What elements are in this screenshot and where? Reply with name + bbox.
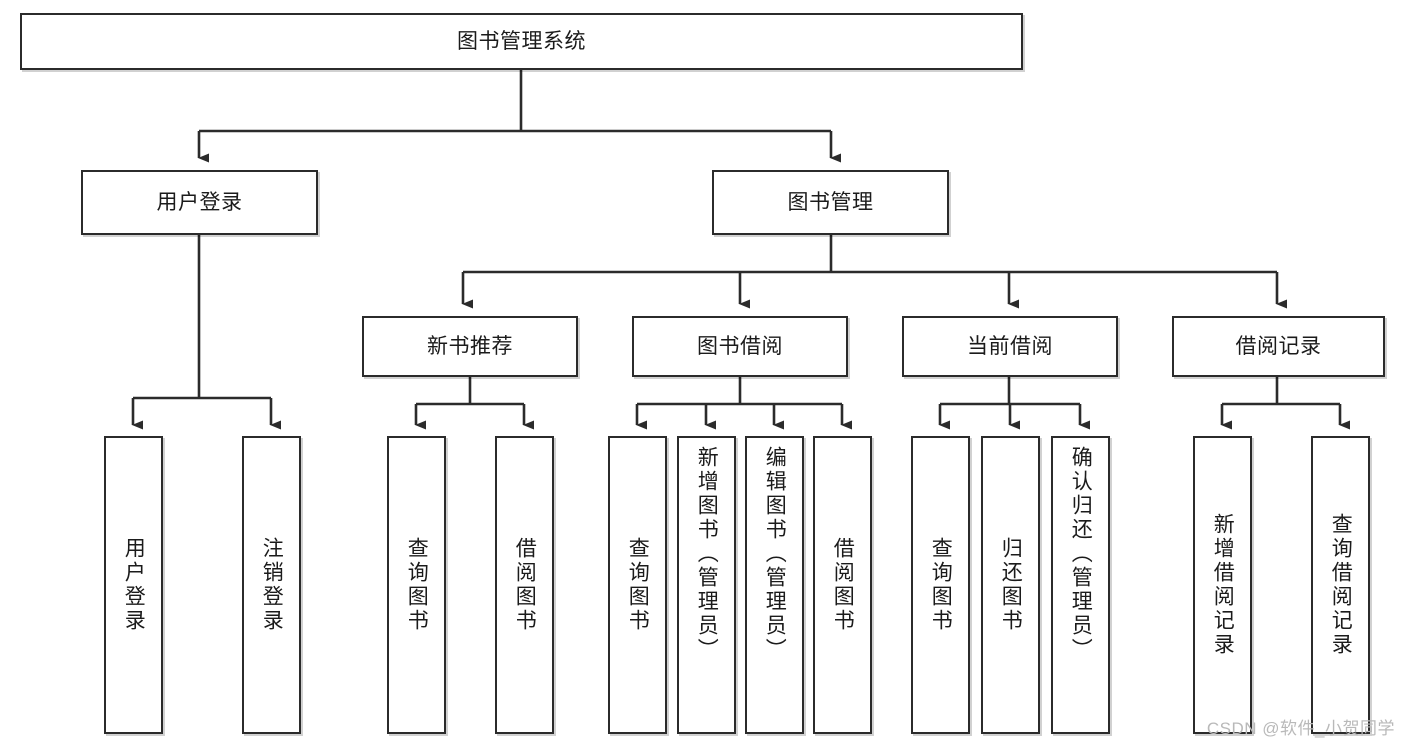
node-book-management[interactable]: 图书管理 bbox=[712, 170, 949, 235]
node-borrowing-records[interactable]: 借阅记录 bbox=[1172, 316, 1385, 377]
node-new-book-recommendation-label: 新书推荐 bbox=[427, 334, 513, 358]
leaf-borrow-book-borrowing-label: 借阅图书 bbox=[831, 537, 855, 633]
leaf-edit-book-admin-label: 编辑图书（管理员） bbox=[763, 446, 787, 662]
leaf-logout[interactable]: 注销登录 bbox=[242, 436, 301, 734]
leaf-borrow-book-borrowing[interactable]: 借阅图书 bbox=[813, 436, 872, 734]
leaf-edit-book-admin[interactable]: 编辑图书（管理员） bbox=[745, 436, 804, 734]
node-root[interactable]: 图书管理系统 bbox=[20, 13, 1023, 70]
leaf-search-book-current-label: 查询图书 bbox=[929, 537, 953, 633]
leaf-search-book-recommendation[interactable]: 查询图书 bbox=[387, 436, 446, 734]
leaf-borrow-book-recommendation[interactable]: 借阅图书 bbox=[495, 436, 554, 734]
node-root-label: 图书管理系统 bbox=[457, 29, 586, 53]
node-user-login-label: 用户登录 bbox=[156, 190, 243, 214]
leaf-add-borrow-record-label: 新增借阅记录 bbox=[1211, 513, 1235, 657]
leaf-search-book-borrowing-label: 查询图书 bbox=[626, 537, 650, 633]
leaf-add-borrow-record[interactable]: 新增借阅记录 bbox=[1193, 436, 1252, 734]
leaf-search-book-recommendation-label: 查询图书 bbox=[405, 537, 429, 633]
leaf-user-login[interactable]: 用户登录 bbox=[104, 436, 163, 734]
leaf-logout-label: 注销登录 bbox=[260, 537, 284, 633]
leaf-add-book-admin[interactable]: 新增图书（管理员） bbox=[677, 436, 736, 734]
leaf-search-book-current[interactable]: 查询图书 bbox=[911, 436, 970, 734]
leaf-user-login-label: 用户登录 bbox=[122, 537, 146, 633]
node-book-management-label: 图书管理 bbox=[787, 190, 874, 214]
node-book-borrowing[interactable]: 图书借阅 bbox=[632, 316, 848, 377]
node-current-borrowing[interactable]: 当前借阅 bbox=[902, 316, 1118, 377]
leaf-search-book-borrowing[interactable]: 查询图书 bbox=[608, 436, 667, 734]
leaf-search-borrow-record[interactable]: 查询借阅记录 bbox=[1311, 436, 1370, 734]
leaf-confirm-return-admin-label: 确认归还（管理员） bbox=[1069, 446, 1093, 662]
leaf-return-book[interactable]: 归还图书 bbox=[981, 436, 1040, 734]
leaf-add-book-admin-label: 新增图书（管理员） bbox=[695, 446, 719, 662]
node-current-borrowing-label: 当前借阅 bbox=[967, 334, 1053, 358]
leaf-borrow-book-recommendation-label: 借阅图书 bbox=[513, 537, 537, 633]
leaf-confirm-return-admin[interactable]: 确认归还（管理员） bbox=[1051, 436, 1110, 734]
leaf-search-borrow-record-label: 查询借阅记录 bbox=[1329, 513, 1353, 657]
node-user-login[interactable]: 用户登录 bbox=[81, 170, 318, 235]
leaf-return-book-label: 归还图书 bbox=[999, 537, 1023, 633]
node-borrowing-records-label: 借阅记录 bbox=[1235, 334, 1322, 358]
node-new-book-recommendation[interactable]: 新书推荐 bbox=[362, 316, 578, 377]
watermark-text: CSDN @软件_小贺同学 bbox=[1206, 719, 1395, 738]
node-book-borrowing-label: 图书借阅 bbox=[697, 334, 783, 358]
